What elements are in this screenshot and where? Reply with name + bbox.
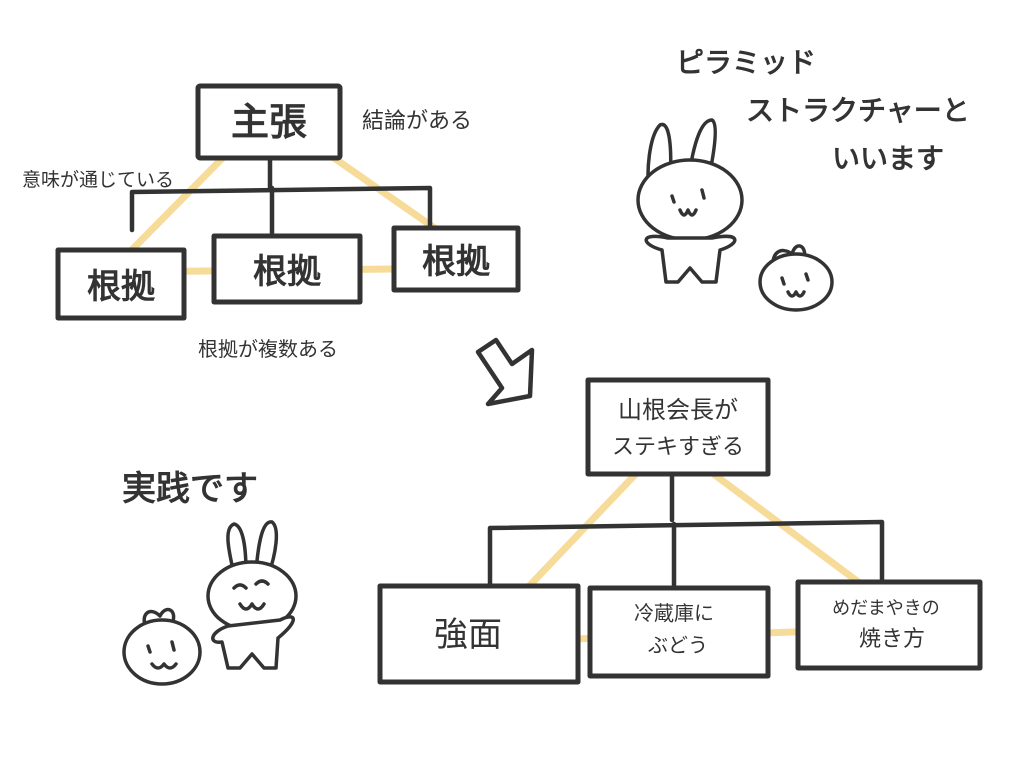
- bottom-claim-line-1: 山根会長が: [618, 396, 738, 424]
- ground-label-2: 根拠: [253, 252, 322, 292]
- arrow-icon: [475, 337, 535, 407]
- ground-label-1: 根拠: [87, 267, 156, 307]
- ground-box-3: [391, 225, 521, 293]
- practice-caption: 実践です: [122, 469, 258, 509]
- rabbit-top-illustration: [636, 118, 834, 312]
- ground-box-2: [211, 233, 363, 305]
- bottom-claim-line-2: ステキすぎる: [612, 435, 744, 460]
- rabbit-bottom-illustration: [122, 520, 298, 686]
- caption-line-1: ピラミッド: [676, 46, 816, 79]
- claim-note: 結論がある: [362, 109, 472, 134]
- grounds-note: 根拠が複数ある: [198, 337, 338, 361]
- claim-label: 主張: [231, 100, 307, 144]
- bottom-ground-box-1: [377, 583, 581, 685]
- pyramid-caption: ピラミッド ストラクチャーと いいます: [676, 46, 970, 175]
- bottom-pyramid: 山根会長が ステキすぎる 強面 冷蔵庫に ぶどう めだまやきの 焼き方: [377, 377, 983, 685]
- top-connector-bar: [129, 185, 433, 233]
- caption-line-3: いいます: [832, 142, 944, 175]
- caption-line-2: ストラクチャーと: [746, 94, 970, 127]
- ground-label-3: 根拠: [422, 242, 491, 282]
- bottom-claim-box: [585, 377, 771, 477]
- bottom-ground-1-line-1: 強面: [434, 615, 502, 655]
- ground-box-1: [55, 247, 187, 321]
- top-pyramid: 主張 結論がある 意味が通じている 根拠 根拠 根拠 根拠が複数ある: [22, 83, 521, 361]
- bottom-ground-box-2: [587, 585, 771, 679]
- claim-box: [195, 83, 343, 161]
- bottom-connector-bar: [487, 519, 885, 589]
- bottom-ground-3-line-2: 焼き方: [859, 627, 925, 652]
- link-note: 意味が通じている: [22, 169, 174, 191]
- bottom-ground-box-3: [795, 579, 983, 671]
- bottom-ground-2-line-2: ぶどう: [648, 633, 708, 657]
- bottom-ground-2-line-1: 冷蔵庫に: [634, 601, 714, 625]
- bottom-ground-3-line-1: めだまやきの: [832, 598, 940, 619]
